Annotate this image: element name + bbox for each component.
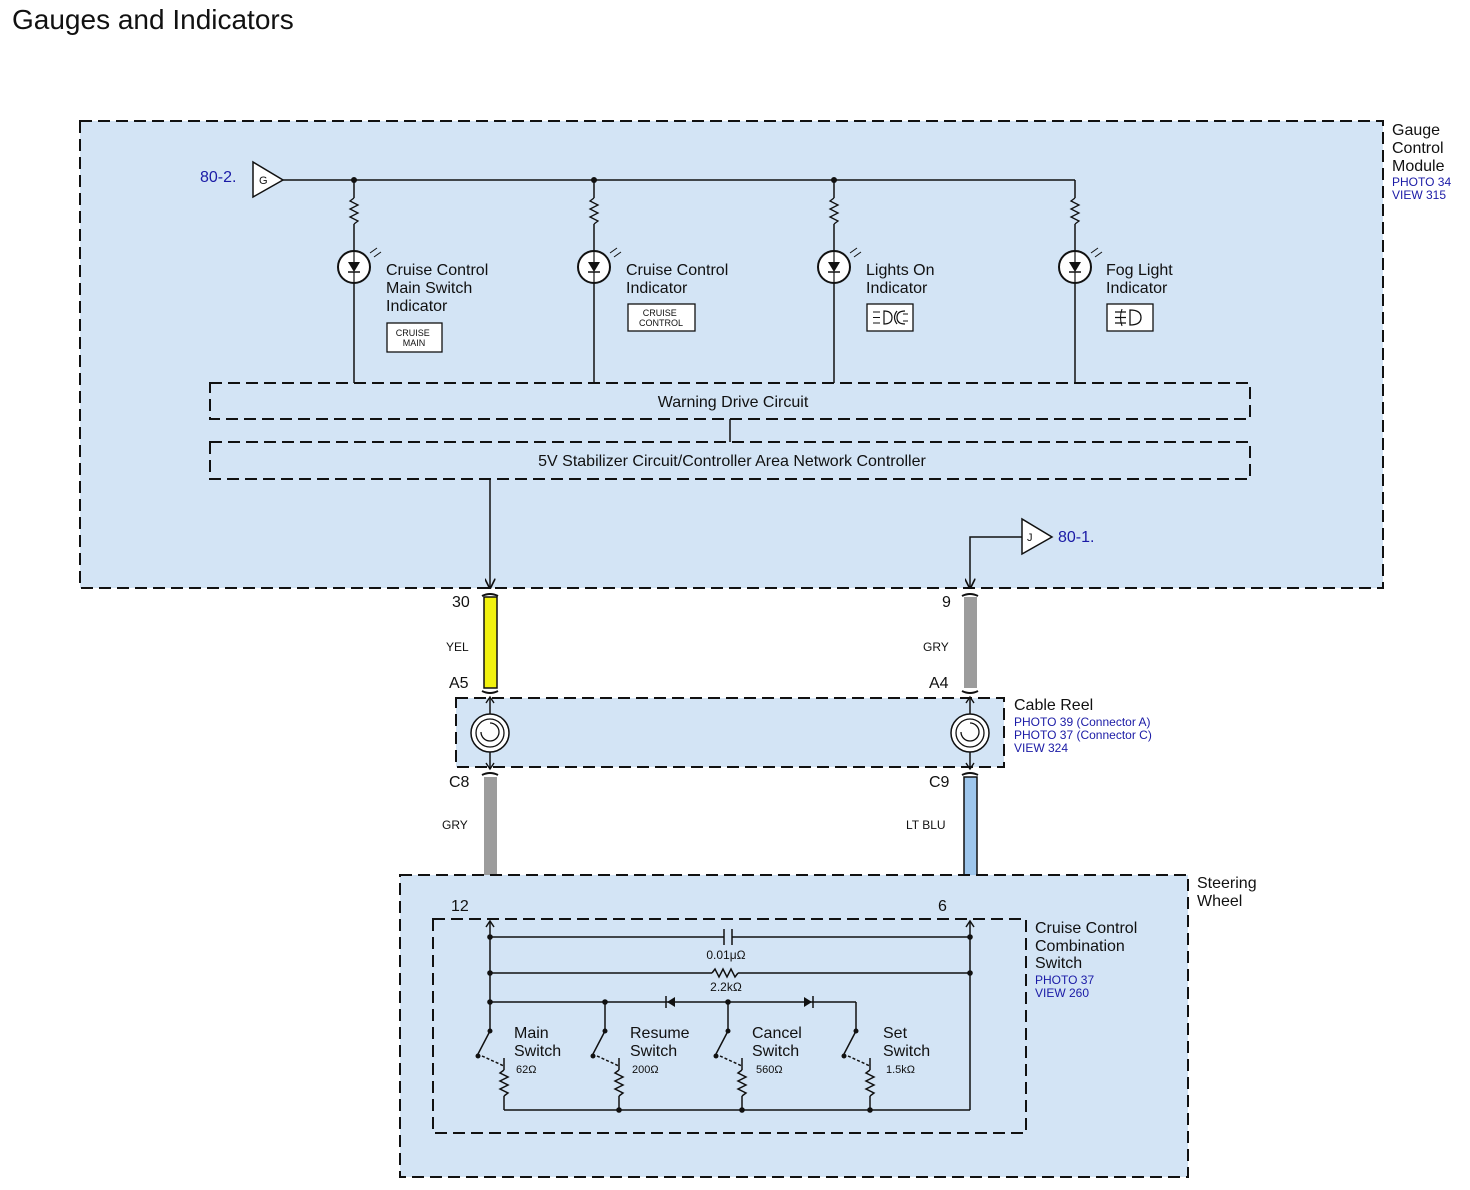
connector-j-triangle	[1021, 517, 1054, 556]
pin-12: 12	[451, 898, 469, 915]
cable-reel-ref-1: PHOTO 39 (Connector A)	[1014, 715, 1151, 729]
indicator-2-label: Cruise Control Indicator	[626, 262, 733, 297]
connector-j-letter: J	[1027, 532, 1033, 544]
pin-c9: C9	[929, 774, 950, 791]
main-switch-label: Main Switch	[514, 1025, 561, 1060]
gauge-control-module-box	[79, 120, 1384, 589]
stabilizer-box	[209, 441, 1251, 480]
pin-6: 6	[938, 898, 947, 915]
pin-c8: C8	[449, 774, 470, 791]
signal-line-9	[970, 536, 1022, 588]
main-switch-value: 62Ω	[516, 1064, 536, 1076]
warning-drive-circuit-label: Warning Drive Circuit	[658, 394, 809, 411]
headlight-icon	[866, 303, 914, 332]
set-switch-value: 1.5kΩ	[886, 1064, 915, 1076]
switch-circuit-nodes	[475, 934, 973, 1113]
cable-reel-ref-2: PHOTO 37 (Connector C)	[1014, 728, 1152, 742]
cable-reel-box	[455, 697, 1005, 768]
cable-reel-coil-left	[470, 695, 510, 771]
cruise-main-badge	[386, 322, 443, 353]
combination-switch-box	[432, 918, 1027, 1134]
resume-switch-value: 200Ω	[632, 1064, 659, 1076]
wire-gry-upper	[964, 597, 977, 688]
indicator-cruise-main	[337, 177, 382, 383]
connector-j-ref: 80-1.	[1058, 529, 1094, 546]
gauge-module-photo: PHOTO 34	[1392, 175, 1451, 189]
page-title: Gauges and Indicators	[12, 4, 294, 35]
cancel-switch-label: Cancel Switch	[752, 1025, 806, 1060]
indicator-3-label: Lights On Indicator	[866, 262, 939, 297]
connector-g-letter: G	[259, 175, 268, 187]
cable-reel-coil-right	[950, 695, 990, 771]
connector-g-triangle	[252, 160, 285, 199]
cancel-switch-value: 560Ω	[756, 1064, 783, 1076]
pin-30: 30	[452, 594, 470, 611]
cable-reel-title: Cable Reel	[1014, 697, 1093, 714]
gauge-module-view: VIEW 315	[1392, 188, 1446, 202]
combination-switch-photo: PHOTO 37	[1035, 973, 1094, 987]
cable-reel-ref-3: VIEW 324	[1014, 741, 1068, 755]
cruise-main-badge-text: CRUISE MAIN	[396, 328, 433, 348]
wire-yel-label: YEL	[446, 640, 469, 654]
cruise-control-badge-text: CRUISE CONTROL	[639, 308, 683, 328]
connector-g-ref: 80-2.	[200, 169, 236, 186]
combination-switch-view: VIEW 260	[1035, 986, 1089, 1000]
wire-yel	[483, 596, 498, 689]
gauge-module-title: Gauge Control Module	[1392, 122, 1448, 175]
capacitor-value: 0.01μΩ	[706, 948, 745, 962]
pin-9: 9	[942, 594, 951, 611]
combination-switch-title: Cruise Control Combination Switch	[1035, 920, 1142, 972]
steering-wheel-title: Steering Wheel	[1197, 875, 1261, 910]
cruise-control-badge	[627, 303, 696, 332]
indicator-fog-light	[1058, 180, 1103, 383]
indicator-cruise-control	[577, 177, 622, 383]
pin-a5: A5	[449, 675, 469, 692]
wire-gry-upper-label: GRY	[923, 640, 949, 654]
resume-switch-label: Resume Switch	[630, 1025, 694, 1060]
indicator-lights-on	[817, 177, 862, 383]
resistor-value: 2.2kΩ	[710, 980, 742, 994]
fog-light-icon	[1106, 303, 1154, 332]
stabilizer-label: 5V Stabilizer Circuit/Controller Area Ne…	[538, 453, 926, 470]
wire-gry-lower-label: GRY	[442, 818, 468, 832]
indicator-1-label: Cruise Control Main Switch Indicator	[386, 262, 493, 315]
set-switch-label: Set Switch	[883, 1025, 930, 1060]
indicator-4-label: Fog Light Indicator	[1106, 262, 1177, 297]
wire-ltblu-label: LT BLU	[906, 818, 946, 832]
pin-a4: A4	[929, 675, 949, 692]
